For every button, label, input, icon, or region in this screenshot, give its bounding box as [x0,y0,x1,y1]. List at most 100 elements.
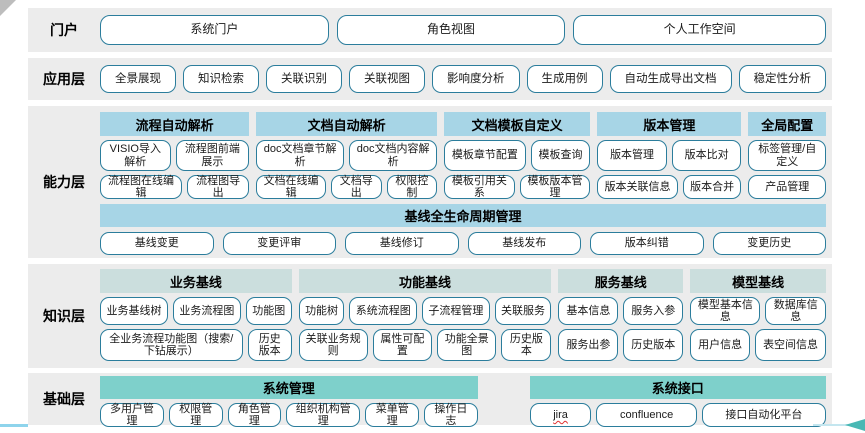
group-header: 文档模板自定义 [444,112,591,136]
layer-label-capability: 能力层 [43,174,85,190]
feature-button[interactable]: 角色视图 [336,15,566,45]
feature-button[interactable]: 多用户管理 [100,403,164,427]
feature-button[interactable]: 菜单管理 [365,403,420,427]
feature-button[interactable]: 子流程管理 [422,297,490,325]
feature-button[interactable]: 变更历史 [712,231,826,255]
feature-button[interactable]: 基线变更 [100,231,214,255]
feature-button[interactable]: 基线修订 [345,231,459,255]
feature-button[interactable]: 接口自动化平台 [701,403,827,427]
feature-button[interactable]: 模板版本管理 [519,175,591,199]
left-arrow-decoration [813,419,865,431]
feature-button[interactable]: 版本关联信息 [597,175,678,199]
feature-button[interactable]: 表空间信息 [755,329,827,361]
feature-button[interactable]: 系统门户 [100,15,329,45]
group-button-row: 版本管理版本比对 [597,140,742,171]
feature-button[interactable]: 标签管理/自定义 [748,140,826,171]
feature-button[interactable]: 模型基本信息 [690,297,761,325]
group-button-row: 模板引用关系模板版本管理 [444,175,591,199]
feature-button[interactable]: 历史版本 [501,329,552,361]
group-button-row: 模板章节配置模板查询 [444,140,591,171]
feature-button[interactable]: 版本合并 [682,175,742,199]
feature-button[interactable]: 版本管理 [597,140,667,171]
feature-button[interactable]: doc文档章节解析 [256,140,345,171]
group-button-row: 流程图在线编辑流程图导出 [100,175,250,199]
feature-button[interactable]: 模板章节配置 [444,140,526,171]
feature-button[interactable]: 功能树 [298,297,345,325]
feature-button[interactable]: doc文档内容解析 [349,140,438,171]
feature-button[interactable]: 角色管理 [227,403,282,427]
feature-button[interactable]: 关联业务规则 [298,329,368,361]
bottom-left-line-decoration [0,424,28,427]
feature-button[interactable]: 流程图前端展示 [175,140,250,171]
group-header: 文档自动解析 [256,112,438,136]
feature-button[interactable]: 生成用例 [526,65,603,93]
feature-button[interactable]: 权限控制 [386,175,438,199]
layer-label-application: 应用层 [43,71,85,87]
feature-button[interactable]: 数据库信息 [765,297,827,325]
feature-button[interactable]: 模板引用关系 [444,175,515,199]
feature-button[interactable]: 自动生成导出文档 [609,65,732,93]
feature-button[interactable]: 产品管理 [748,175,826,199]
feature-button[interactable]: 文档在线编辑 [256,175,326,199]
feature-button[interactable]: 版本比对 [671,140,742,171]
feature-button[interactable]: 全景展现 [100,65,176,93]
feature-button[interactable]: 基本信息 [558,297,619,325]
feature-button[interactable]: 版本纠错 [590,231,704,255]
group-header: 服务基线 [558,269,684,293]
feature-button[interactable]: 业务基线树 [100,297,168,325]
feature-button[interactable]: jira [529,403,592,427]
corner-decoration [0,0,16,16]
arrow-head-icon [845,419,865,431]
feature-button[interactable]: 知识检索 [183,65,259,93]
feature-button[interactable]: 关联识别 [266,65,342,93]
group-button-row: 多用户管理权限管理角色管理组织机构管理菜单管理操作日志 [100,403,478,427]
application-content: 全景展现知识检索关联识别关联视图影响度分析生成用例自动生成导出文档稳定性分析 [100,58,832,100]
feature-button[interactable]: 变更评审 [222,231,336,255]
feature-group: 服务基线基本信息服务入参服务出参历史版本 [558,269,684,361]
group-header: 全局配置 [748,112,826,136]
feature-button[interactable]: 文档导出 [330,175,382,199]
feature-button[interactable]: 全业务流程功能图（搜索/下钻展示） [100,329,243,361]
feature-button[interactable]: 功能图 [245,297,292,325]
feature-button[interactable]: 用户信息 [690,329,751,361]
layer-label-portal: 门户 [50,22,78,38]
feature-button[interactable]: 流程图在线编辑 [100,175,183,199]
feature-button[interactable]: 组织机构管理 [286,403,361,427]
feature-button[interactable]: 模板查询 [530,140,591,171]
feature-button[interactable]: 业务流程图 [172,297,241,325]
feature-button[interactable]: confluence [596,403,697,427]
layer-portal: 门户 系统门户角色视图个人工作空间 [28,8,832,52]
feature-button[interactable]: 属性可配置 [372,329,433,361]
feature-button[interactable]: 影响度分析 [432,65,520,93]
baseline-buttons: 基线变更变更评审基线修订基线发布版本纠错变更历史 [100,231,826,255]
feature-button[interactable]: 权限管理 [168,403,223,427]
feature-button[interactable]: 系统流程图 [349,297,418,325]
feature-button[interactable]: 流程图导出 [187,175,250,199]
feature-button[interactable]: 个人工作空间 [573,15,827,45]
feature-button[interactable]: VISIO导入解析 [100,140,171,171]
feature-button[interactable]: 历史版本 [623,329,684,361]
group-button-row: 业务基线树业务流程图功能图 [100,297,292,325]
feature-button[interactable]: 关联视图 [349,65,425,93]
feature-button[interactable]: 稳定性分析 [738,65,826,93]
group-header: 系统接口 [529,376,826,399]
knowledge-groups: 业务基线业务基线树业务流程图功能图全业务流程功能图（搜索/下钻展示）历史版本功能… [100,269,827,361]
feature-button[interactable]: 历史版本 [247,329,292,361]
feature-button[interactable]: 操作日志 [424,403,478,427]
feature-button[interactable]: 服务入参 [623,297,684,325]
group-button-row: 功能树系统流程图子流程管理关联服务 [298,297,552,325]
feature-button[interactable]: 功能全景图 [437,329,497,361]
feature-group: 文档模板自定义模板章节配置模板查询模板引用关系模板版本管理 [444,112,591,199]
layer-label-foundation: 基础层 [43,391,85,407]
feature-button[interactable]: 服务出参 [558,329,619,361]
layer-label-knowledge: 知识层 [43,308,85,324]
feature-button[interactable]: 关联服务 [494,297,552,325]
feature-group: 版本管理版本管理版本比对版本关联信息版本合并 [597,112,742,199]
feature-button[interactable]: 基线发布 [467,231,581,255]
